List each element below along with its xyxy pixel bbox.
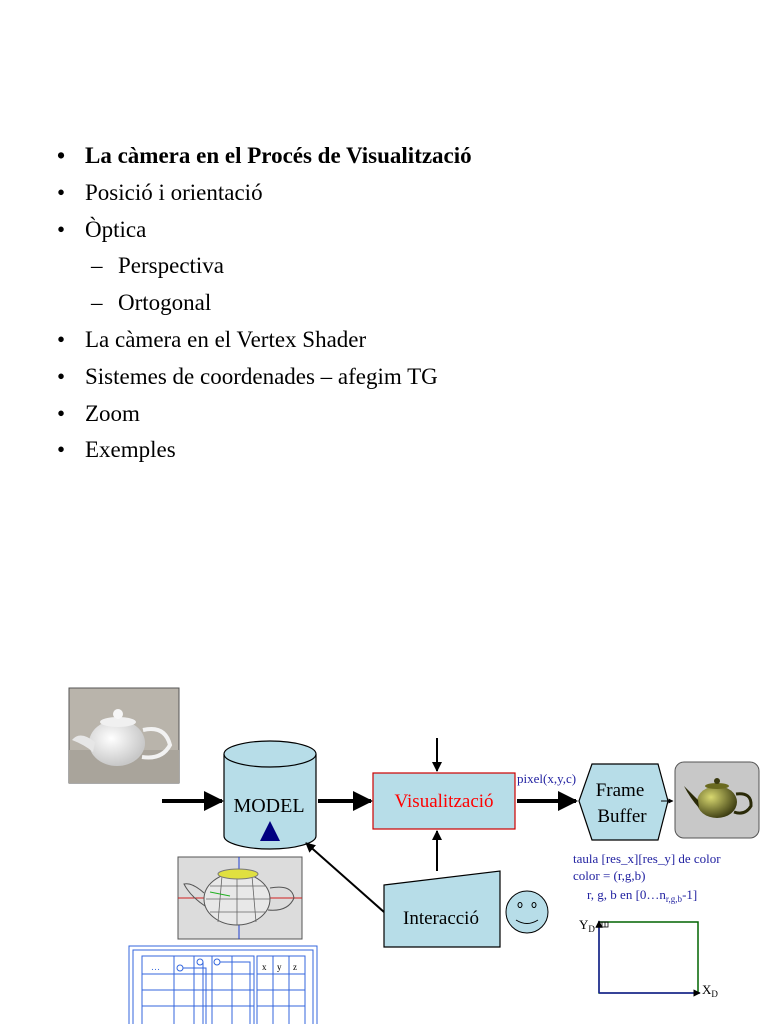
pixel-label: pixel(x,y,c) [517, 771, 576, 786]
bullet-item: Zoom [57, 396, 472, 433]
visualitzacio-box: Visualització [372, 772, 516, 830]
frame-buffer-box: Frame Buffer [578, 763, 669, 841]
table-annotation-line-1: taula [res_x][res_y] de color [573, 851, 721, 866]
vertex-table-grid: … x y z [128, 945, 318, 1024]
sub-bullet-item: Perspectiva [57, 248, 472, 285]
bullet-item: Sistemes de coordenades – afegim TG [57, 359, 472, 396]
frame-buffer-label-1: Frame [596, 780, 645, 801]
frame-buffer-label-2: Buffer [597, 806, 647, 827]
device-coordinates-frame: YD XD [579, 917, 718, 999]
axis-x-label: XD [702, 982, 718, 999]
triangle-icon [260, 821, 280, 841]
interaccio-box: Interacció [383, 870, 501, 948]
grid-dots: … [151, 962, 160, 972]
bullet-item: Exemples [57, 432, 472, 469]
interaccio-label: Interacció [403, 908, 479, 929]
table-annotation-line-3: r, g, b en [0…nr,g,b-1] [587, 887, 697, 904]
grid-col-y: y [277, 962, 282, 972]
bullet-item: Òptica [57, 212, 472, 249]
wireframe-teapot-image [177, 856, 303, 940]
axis-y-label: YD [579, 917, 595, 934]
grid-col-x: x [262, 962, 267, 972]
smiley-face-icon [505, 890, 549, 934]
model-label: MODEL [233, 795, 304, 817]
bullet-item: Posició i orientació [57, 175, 472, 212]
grid-col-z: z [293, 962, 297, 972]
visualitzacio-label: Visualització [394, 791, 493, 812]
model-cylinder: MODEL [223, 740, 317, 850]
teapot-photo [68, 687, 180, 784]
bullet-item: La càmera en el Procés de Visualització [57, 138, 472, 175]
rendered-teapot-image [674, 761, 760, 839]
sub-bullet-item: Ortogonal [57, 285, 472, 322]
topic-list: La càmera en el Procés de Visualització … [57, 138, 472, 469]
bullet-item: La càmera en el Vertex Shader [57, 322, 472, 359]
table-annotation-line-2: color = (r,g,b) [573, 868, 646, 883]
arrow-interaccio-model [305, 842, 385, 913]
